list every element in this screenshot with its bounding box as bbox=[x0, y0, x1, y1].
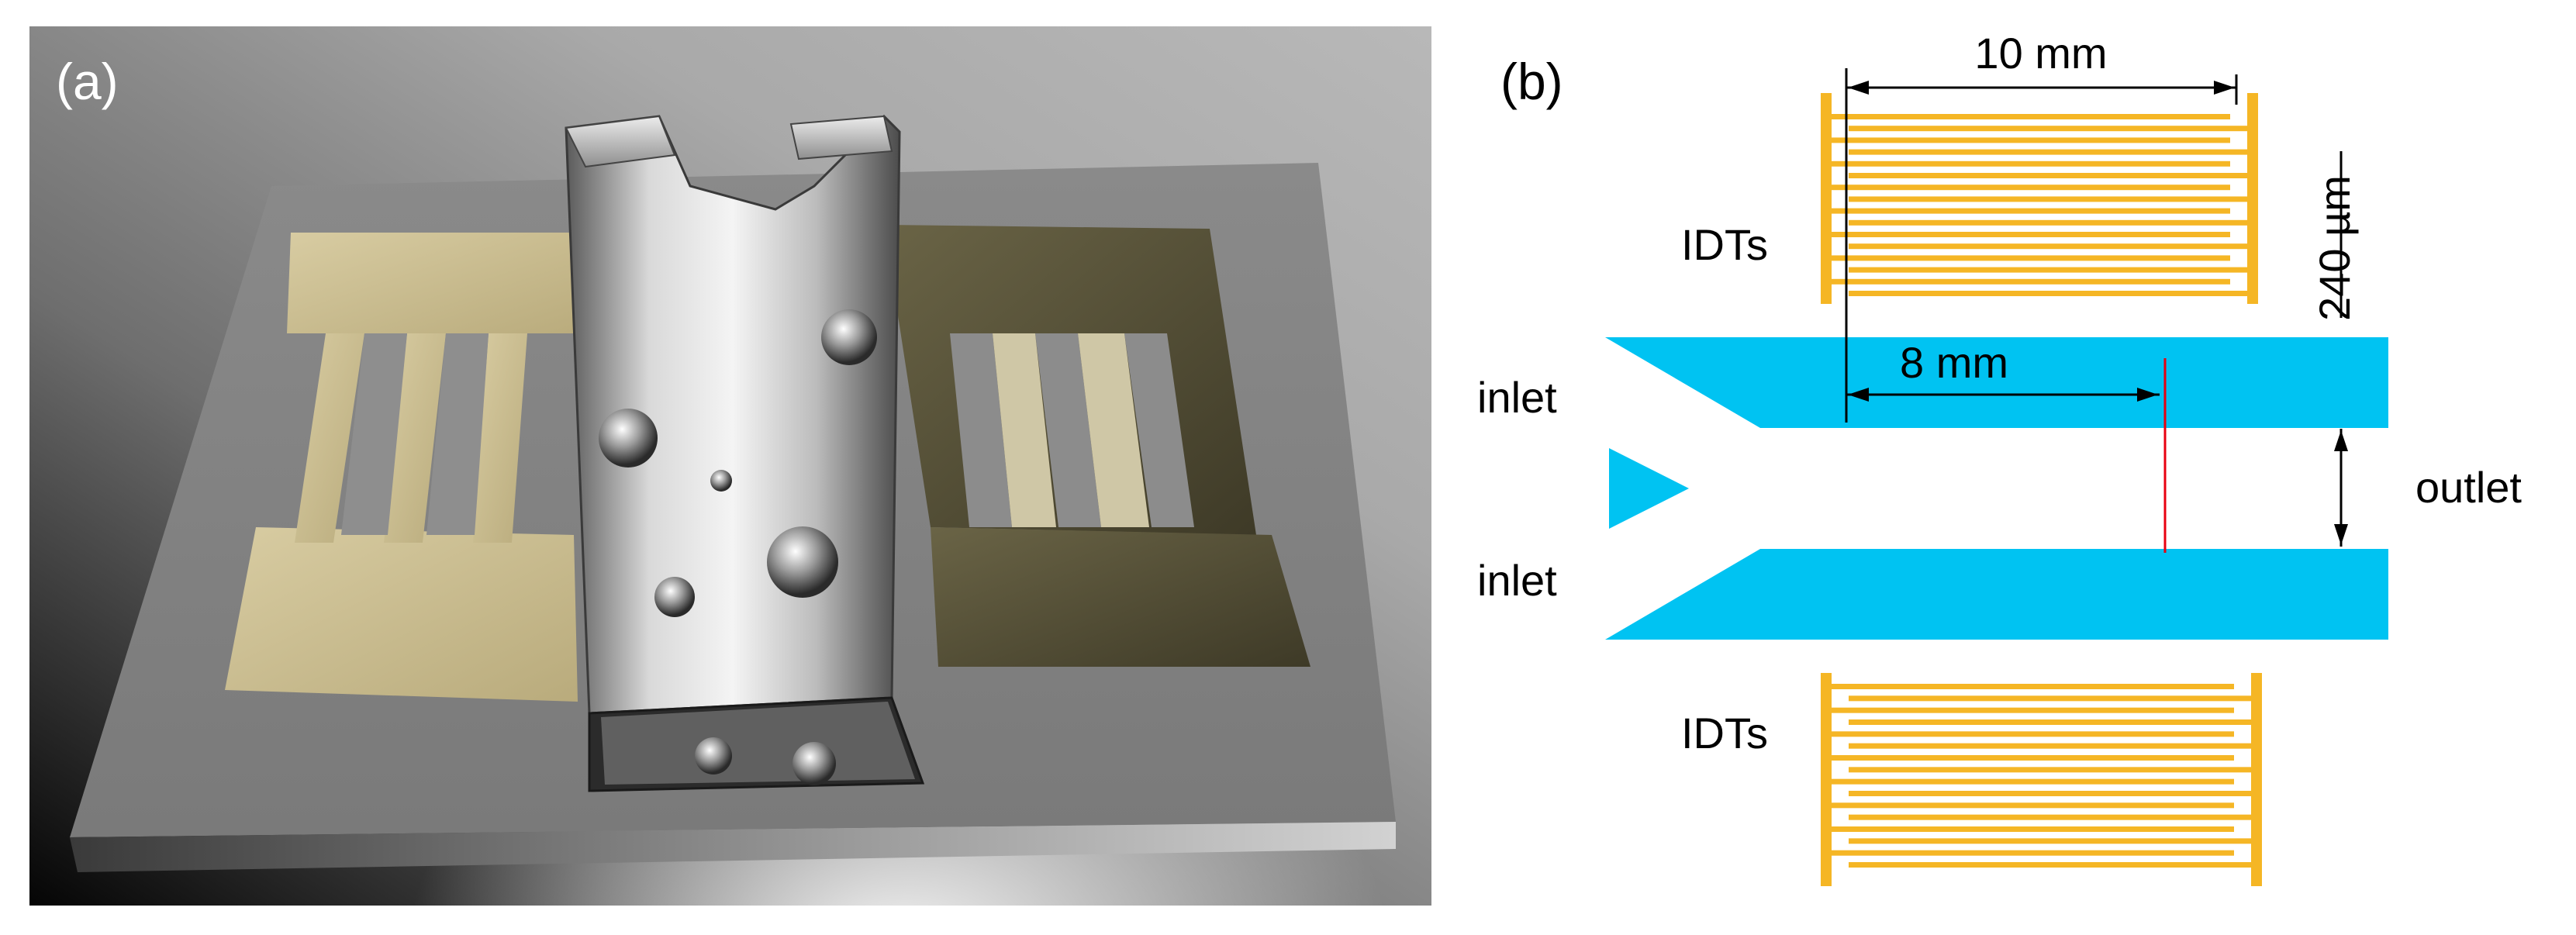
idt-finger bbox=[1832, 850, 2234, 856]
idt-finger bbox=[1832, 684, 2234, 689]
idt-bottom-bus-right bbox=[2251, 673, 2262, 886]
idt-finger bbox=[1832, 114, 2230, 119]
idt-finger bbox=[1832, 755, 2234, 761]
dim-8mm-label: 8 mm bbox=[1900, 338, 2008, 387]
panel-a-label: (a) bbox=[56, 53, 119, 110]
idt-finger bbox=[1832, 731, 2234, 737]
idt-bottom-label: IDTs bbox=[1681, 709, 1768, 757]
idt-finger bbox=[1832, 278, 2230, 285]
droplet-4 bbox=[654, 577, 695, 617]
idt-right-render bbox=[884, 225, 1310, 667]
idt-finger bbox=[1849, 719, 2251, 725]
idt-finger bbox=[1849, 267, 2247, 273]
idt-finger bbox=[1832, 160, 2230, 167]
channel-wedge bbox=[1609, 448, 1689, 529]
droplet-7 bbox=[792, 742, 836, 785]
substrate-plate-side bbox=[70, 822, 1396, 872]
idt-finger bbox=[1832, 232, 2230, 237]
dim-10mm-label: 10 mm bbox=[1974, 29, 2107, 78]
idt-finger bbox=[1832, 137, 2230, 143]
dim-240um-label: 240 µm bbox=[2310, 175, 2359, 321]
idt-finger bbox=[1849, 149, 2247, 155]
idt-finger bbox=[1849, 862, 2251, 868]
droplet-1 bbox=[599, 409, 658, 468]
idt-top-bus-right bbox=[2247, 93, 2258, 304]
inlet-bottom-label: inlet bbox=[1477, 556, 1557, 605]
panel-a: (a) bbox=[29, 26, 1431, 906]
idt-top bbox=[1821, 93, 2258, 304]
panel-b: (b) IDTs IDTs 10 mm bbox=[1477, 29, 2522, 886]
droplet-3 bbox=[767, 526, 838, 598]
idt-finger bbox=[1832, 208, 2230, 214]
outlet-label: outlet bbox=[2415, 463, 2522, 512]
droplet-5 bbox=[710, 470, 732, 492]
droplet-6 bbox=[695, 737, 732, 775]
inlet-top-label: inlet bbox=[1477, 373, 1557, 422]
channel-lower bbox=[1605, 549, 2388, 640]
idt-finger bbox=[1849, 243, 2247, 250]
idt-finger bbox=[1849, 291, 2247, 296]
dim-10mm bbox=[1845, 68, 2238, 423]
idt-finger bbox=[1849, 196, 2247, 202]
idt-finger bbox=[1849, 126, 2247, 132]
dim-8mm bbox=[1846, 388, 2160, 402]
idt-top-label: IDTs bbox=[1681, 220, 1768, 269]
idt-bottom bbox=[1821, 673, 2262, 886]
idt-finger bbox=[1849, 173, 2247, 178]
idt-finger bbox=[1832, 185, 2230, 191]
droplet-2 bbox=[821, 309, 877, 365]
idt-finger bbox=[1832, 255, 2230, 261]
idt-finger bbox=[1849, 814, 2251, 820]
idt-finger bbox=[1832, 707, 2234, 713]
panel-b-label: (b) bbox=[1500, 53, 1563, 110]
idt-finger bbox=[1849, 791, 2251, 796]
idt-finger bbox=[1849, 219, 2247, 226]
dim-240um bbox=[2334, 151, 2348, 547]
y-channel-render bbox=[565, 114, 925, 792]
idt-top-bus-left bbox=[1821, 93, 1832, 304]
idt-finger bbox=[1832, 802, 2234, 809]
idt-finger bbox=[1849, 695, 2251, 702]
idt-left-render bbox=[225, 233, 589, 702]
idt-bottom-bus-left bbox=[1821, 673, 1832, 886]
idt-finger bbox=[1849, 838, 2251, 844]
idt-finger bbox=[1832, 826, 2234, 832]
idt-finger bbox=[1832, 778, 2234, 785]
channel-upper bbox=[1605, 337, 2388, 428]
idt-finger bbox=[1849, 767, 2251, 773]
idt-finger bbox=[1849, 743, 2251, 749]
